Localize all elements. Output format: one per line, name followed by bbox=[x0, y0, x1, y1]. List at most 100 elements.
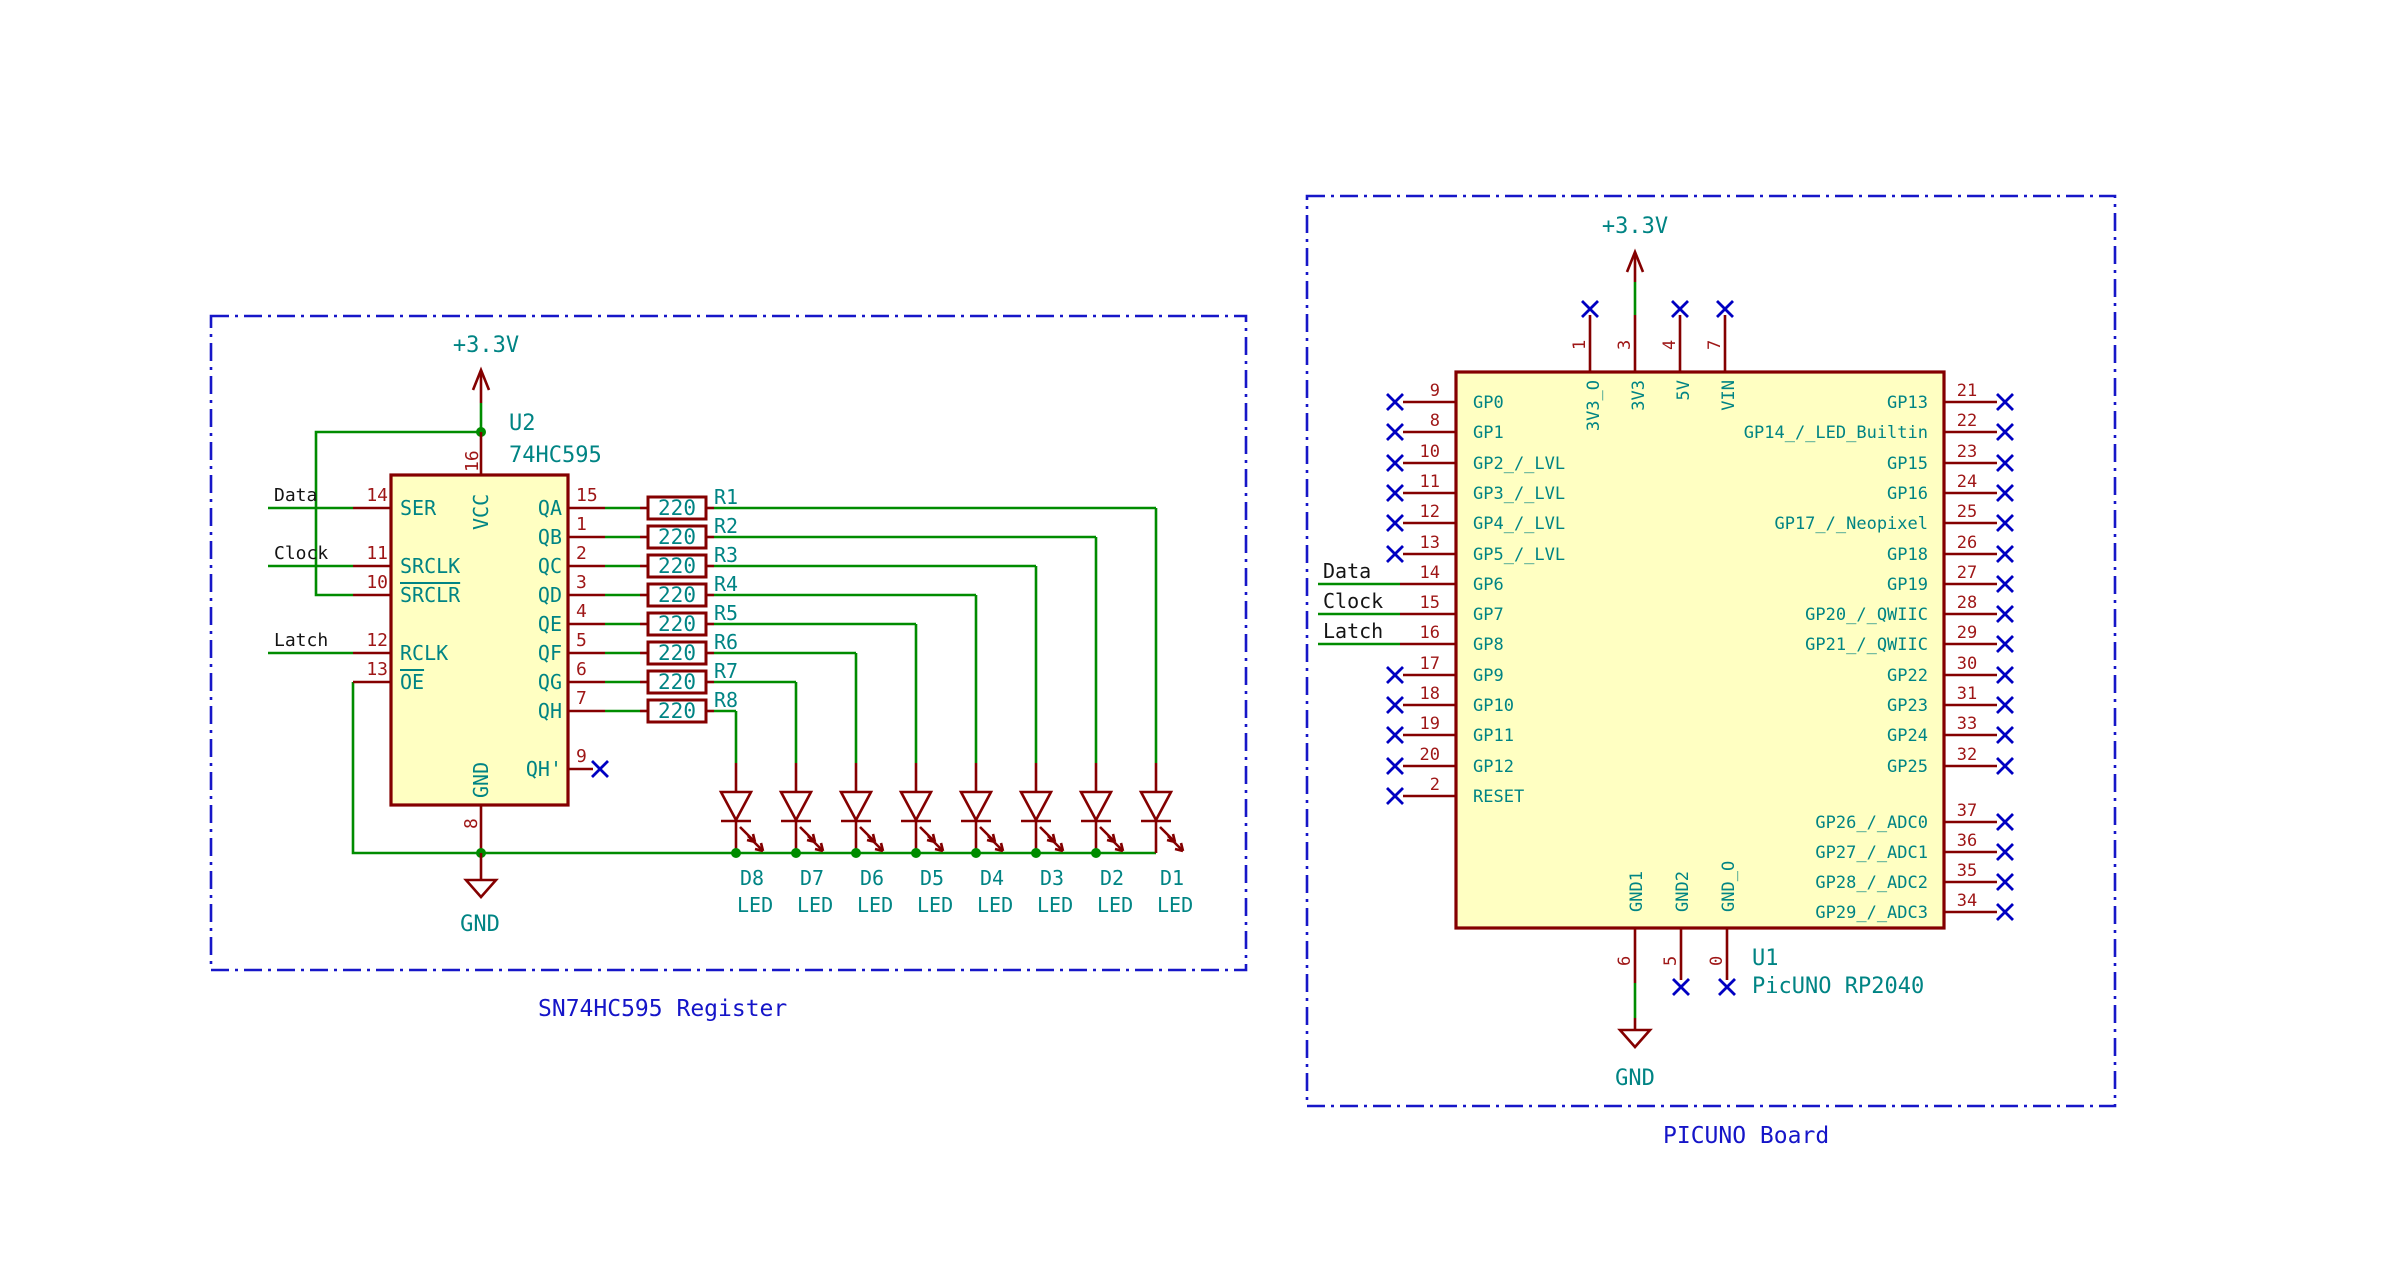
left-sheet-components: 14SERData11SRCLKClock10SRCLR12RCLKLatch1… bbox=[268, 485, 1193, 917]
ic-reference[interactable]: U2 bbox=[509, 411, 536, 436]
pin-name: GP14_/_LED_Builtin bbox=[1744, 423, 1928, 443]
net-label-data[interactable]: Data bbox=[1323, 559, 1371, 583]
no-connect-icon bbox=[1996, 666, 2014, 684]
led-emission-arrow-icon bbox=[747, 835, 765, 853]
pin-name: GP25 bbox=[1887, 757, 1928, 777]
led-value: LED bbox=[857, 893, 893, 917]
pin-number: 22 bbox=[1957, 411, 1977, 431]
pin-number: 23 bbox=[1957, 442, 1977, 462]
no-connect-icon bbox=[1996, 545, 2014, 563]
no-connect-icon bbox=[1996, 843, 2014, 861]
right-sheet-border bbox=[1305, 194, 2117, 1108]
net-label-clock[interactable]: Clock bbox=[1323, 589, 1383, 613]
left-sheet-title[interactable]: SN74HC595 Register bbox=[538, 996, 787, 1022]
led-reference: D6 bbox=[860, 866, 884, 890]
pin-number: 5 bbox=[1661, 956, 1681, 966]
pin-name: GP17_/_Neopixel bbox=[1774, 514, 1928, 534]
led-d3-symbol[interactable] bbox=[1018, 763, 1065, 853]
resistor-reference: R6 bbox=[714, 630, 738, 654]
pin-name: 3V3 bbox=[1629, 380, 1649, 411]
pin-number: 31 bbox=[1957, 684, 1977, 704]
gnd-flag-icon[interactable]: GND bbox=[460, 853, 500, 937]
pin-name: GP2_/_LVL bbox=[1473, 454, 1565, 474]
no-connect-icon bbox=[1996, 393, 2014, 411]
led-d6-symbol[interactable] bbox=[838, 763, 885, 853]
pin-number: 0 bbox=[1707, 956, 1727, 966]
led-reference: D4 bbox=[980, 866, 1004, 890]
pin-number: 37 bbox=[1957, 801, 1977, 821]
power-flag-3v3-icon[interactable]: +3.3V bbox=[453, 333, 519, 403]
no-connect-icon bbox=[1716, 300, 1734, 318]
pin-number: 3 bbox=[1615, 340, 1635, 350]
pin-name: 3V3_O bbox=[1584, 380, 1604, 431]
resistor-value: 220 bbox=[658, 670, 696, 694]
pin-name: GP8 bbox=[1473, 635, 1504, 655]
led-emission-arrow-icon bbox=[1107, 835, 1125, 853]
led-emission-arrow-icon bbox=[807, 835, 825, 853]
junction-dot bbox=[1091, 848, 1101, 858]
pin-number: 10 bbox=[366, 572, 388, 593]
no-connect-icon bbox=[1386, 514, 1404, 532]
pin-name: QB bbox=[538, 525, 562, 549]
pin-name: RCLK bbox=[400, 641, 448, 665]
led-d1-symbol[interactable] bbox=[1138, 763, 1185, 853]
pin-name: GP4_/_LVL bbox=[1473, 514, 1565, 534]
gnd-label: GND bbox=[460, 912, 500, 937]
pin-name: GP19 bbox=[1887, 575, 1928, 595]
gnd-label: GND bbox=[1615, 1066, 1655, 1091]
resistor-value: 220 bbox=[658, 525, 696, 549]
no-connect-icon bbox=[1386, 787, 1404, 805]
pin-name: VCC bbox=[469, 494, 493, 530]
pin-number: 13 bbox=[366, 659, 388, 680]
led-d2-symbol[interactable] bbox=[1078, 763, 1125, 853]
junction-dot bbox=[791, 848, 801, 858]
led-reference: D2 bbox=[1100, 866, 1124, 890]
pin-name: RESET bbox=[1473, 787, 1524, 807]
junction-dot bbox=[851, 848, 861, 858]
net-label-data[interactable]: Data bbox=[274, 485, 317, 506]
pin-name: OE bbox=[400, 670, 424, 694]
led-triangle-icon bbox=[718, 790, 754, 823]
led-triangle-icon bbox=[1138, 790, 1174, 823]
pin-name: QF bbox=[538, 641, 562, 665]
gnd-flag-icon[interactable]: GND bbox=[1615, 1018, 1655, 1091]
pin-number: 11 bbox=[366, 543, 388, 564]
led-d8-symbol[interactable] bbox=[718, 763, 765, 853]
pin-number: 36 bbox=[1957, 831, 1977, 851]
led-emission-arrow-icon bbox=[867, 835, 885, 853]
ic-74hc595-body[interactable] bbox=[389, 473, 570, 807]
pin-name: GP28_/_ADC2 bbox=[1815, 873, 1928, 893]
no-connect-icon bbox=[1996, 635, 2014, 653]
no-connect-icon bbox=[1996, 696, 2014, 714]
ic-picuno-body[interactable] bbox=[1454, 370, 1946, 930]
junction-dot bbox=[971, 848, 981, 858]
led-d4-symbol[interactable] bbox=[958, 763, 1005, 853]
pin-name: GP21_/_QWIIC bbox=[1805, 635, 1928, 655]
pin-number: 7 bbox=[576, 688, 587, 709]
led-triangle-icon bbox=[1018, 790, 1054, 823]
led-d5-symbol[interactable] bbox=[898, 763, 945, 853]
net-label-latch[interactable]: Latch bbox=[274, 630, 328, 651]
ic-value[interactable]: PicUNO RP2040 bbox=[1752, 974, 1924, 999]
left-sheet-border bbox=[209, 314, 1248, 972]
pin-name: GP23 bbox=[1887, 696, 1928, 716]
no-connect-icon bbox=[1996, 605, 2014, 623]
led-d7-symbol[interactable] bbox=[778, 763, 825, 853]
wire-srclr-branch bbox=[314, 430, 481, 597]
power-flag-3v3-icon[interactable]: +3.3V bbox=[1602, 214, 1668, 282]
pin-name: GP0 bbox=[1473, 393, 1504, 413]
pin-number: 26 bbox=[1957, 533, 1977, 553]
net-label-latch[interactable]: Latch bbox=[1323, 619, 1383, 643]
pin-name: QH' bbox=[526, 757, 562, 781]
pin-number: 30 bbox=[1957, 654, 1977, 674]
pin-number: 12 bbox=[366, 630, 388, 651]
pin-name: QC bbox=[538, 554, 562, 578]
pin-name: GP24 bbox=[1887, 726, 1928, 746]
right-sheet-title[interactable]: PICUNO Board bbox=[1663, 1123, 1829, 1149]
ic-value[interactable]: 74HC595 bbox=[509, 443, 602, 468]
pin-number: 33 bbox=[1957, 714, 1977, 734]
pin-name: SER bbox=[400, 496, 437, 520]
net-label-clock[interactable]: Clock bbox=[274, 543, 328, 564]
ic-reference[interactable]: U1 bbox=[1752, 946, 1779, 971]
led-reference: D5 bbox=[920, 866, 944, 890]
